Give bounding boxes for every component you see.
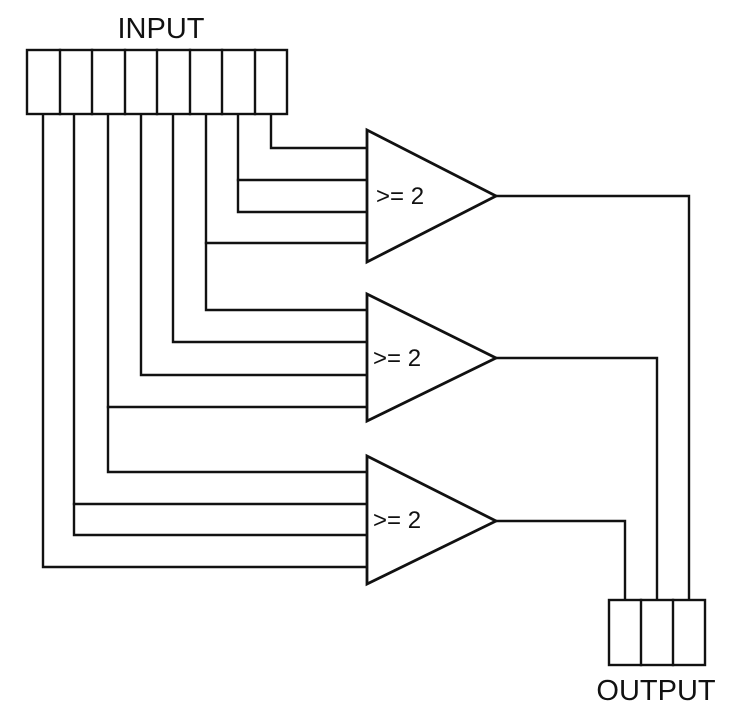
wire-input-4 — [139, 112, 369, 377]
wire-input-5 — [171, 112, 369, 344]
wire-input-1 — [41, 112, 369, 569]
wire-input-7b — [236, 178, 369, 214]
output-register-frame — [607, 598, 707, 667]
wire-input-2b — [72, 502, 369, 537]
threshold-gate-3: >= 2 — [365, 453, 500, 587]
wire-output-1 — [494, 194, 691, 602]
threshold-gate-2: >= 2 — [365, 291, 500, 424]
wire-output-2 — [494, 356, 659, 602]
wire-input-6a — [204, 112, 369, 245]
gate-triangle — [365, 291, 500, 424]
gate-label: >= 2 — [373, 507, 421, 534]
wire-input-6b — [204, 241, 369, 312]
wire-input-3b — [106, 405, 369, 474]
gate-label: >= 2 — [376, 183, 424, 210]
input-register — [25, 48, 289, 116]
wire-input-8 — [269, 112, 369, 150]
gate-triangle — [365, 127, 500, 265]
wire-output-3 — [494, 519, 627, 602]
gate-triangle — [365, 453, 500, 587]
input-label: INPUT — [118, 13, 205, 45]
output-register — [607, 598, 707, 667]
threshold-gate-1: >= 2 — [365, 127, 500, 265]
output-label: OUTPUT — [596, 675, 716, 707]
wires — [41, 112, 691, 602]
gate-label: >= 2 — [373, 345, 421, 372]
